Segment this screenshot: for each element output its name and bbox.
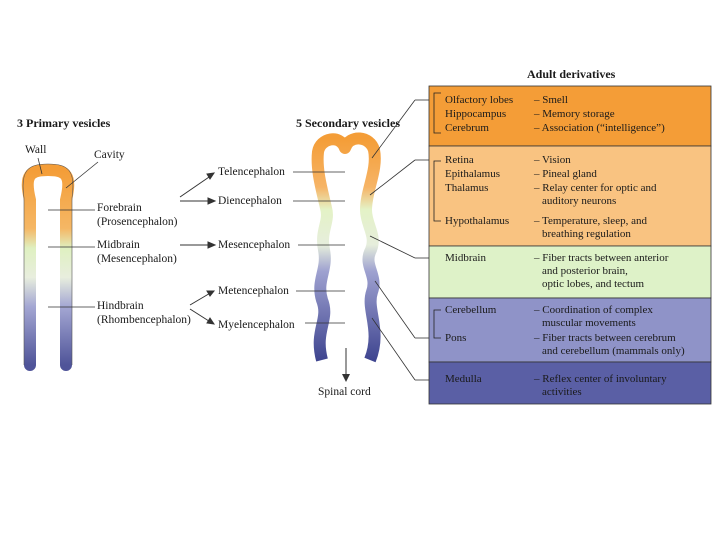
- hindbrain-label: Hindbrain: [97, 300, 144, 312]
- spinal-cord-label: Spinal cord: [318, 386, 371, 398]
- mesencephalon-derivatives: Midbrain – Fiber tracts between anterior…: [429, 246, 711, 298]
- band-telencephalon: [428, 85, 712, 147]
- derivative-function: – Relay center for optic and: [534, 182, 657, 194]
- forebrain-label: Forebrain: [97, 202, 142, 214]
- derivative-structure: Thalamus: [445, 182, 489, 194]
- midbrain-label: Midbrain: [97, 239, 140, 251]
- derivative-function: – Coordination of complex: [534, 304, 653, 316]
- derivative-structure: Cerebellum: [445, 304, 497, 316]
- derivative-structure: Pons: [445, 332, 467, 344]
- rhombencephalon-label: (Rhombencephalon): [97, 314, 191, 326]
- derivative-function: – Fiber tracts between anterior: [534, 252, 669, 264]
- cavity-label: Cavity: [94, 149, 125, 161]
- metencephalon-derivatives: Cerebellum – Coordination of complex mus…: [429, 298, 711, 362]
- telencephalon-label: Telencephalon: [218, 166, 285, 178]
- derivative-function-cont: muscular movements: [542, 317, 636, 329]
- derivative-structure: Retina: [445, 154, 474, 166]
- primary-vesicles-heading: 3 Primary vesicles: [17, 116, 111, 130]
- mesencephalon-primary-label: (Mesencephalon): [97, 253, 177, 265]
- telencephalon-derivatives: Olfactory lobes – Smell Hippocampus – Me…: [429, 86, 711, 146]
- derivative-function: – Pineal gland: [534, 168, 597, 180]
- band-diencephalon: [428, 145, 712, 247]
- derivative-function-cont: and posterior brain,: [542, 265, 628, 277]
- derivative-function: – Temperature, sleep, and: [534, 215, 647, 227]
- myelencephalon-derivatives: Medulla – Reflex center of involuntary a…: [429, 362, 711, 404]
- myelencephalon-label: Myelencephalon: [218, 319, 295, 331]
- derivative-function: – Reflex center of involuntary: [534, 373, 667, 385]
- derivative-structure: Hippocampus: [445, 108, 507, 120]
- band-mesencephalon: [428, 245, 712, 299]
- derivative-function-cont: optic lobes, and tectum: [542, 278, 645, 290]
- band-metencephalon: [428, 297, 712, 363]
- secondary-vesicle-wall: [311, 132, 381, 363]
- prosencephalon-label: (Prosencephalon): [97, 216, 178, 228]
- primary-vesicle-wall: [21, 163, 75, 371]
- derivative-structure: Medulla: [445, 373, 482, 385]
- mesencephalon-label: Mesencephalon: [218, 239, 291, 251]
- derivative-structure: Olfactory lobes: [445, 94, 514, 106]
- metencephalon-label: Metencephalon: [218, 285, 289, 297]
- derivative-function: – Fiber tracts between cerebrum: [534, 332, 676, 344]
- derivative-structure: Epithalamus: [445, 168, 500, 180]
- derivative-function: – Association (“intelligence”): [534, 122, 665, 134]
- derivative-structure: Cerebrum: [445, 122, 489, 134]
- band-myelencephalon: [428, 361, 712, 405]
- derivative-structure: Midbrain: [445, 252, 486, 264]
- wall-label: Wall: [25, 144, 47, 156]
- derivative-function-cont: activities: [542, 386, 582, 398]
- primary-vesicle-outline: [22, 163, 74, 365]
- derivative-structure: Hypothalamus: [445, 215, 510, 227]
- adult-derivatives-heading: Adult derivatives: [527, 67, 616, 81]
- derivative-function-cont: and cerebellum (mammals only): [542, 345, 685, 357]
- diencephalon-label: Diencephalon: [218, 195, 282, 207]
- derivative-function: – Smell: [534, 94, 568, 106]
- derivative-function: – Vision: [534, 154, 571, 166]
- diencephalon-derivatives: Retina – Vision Epithalamus – Pineal gla…: [429, 146, 711, 246]
- derivative-function-cont: breathing regulation: [542, 228, 631, 240]
- secondary-vesicles-heading: 5 Secondary vesicles: [296, 116, 400, 130]
- derivative-function: – Memory storage: [534, 108, 615, 120]
- derivative-function-cont: auditory neurons: [542, 195, 617, 207]
